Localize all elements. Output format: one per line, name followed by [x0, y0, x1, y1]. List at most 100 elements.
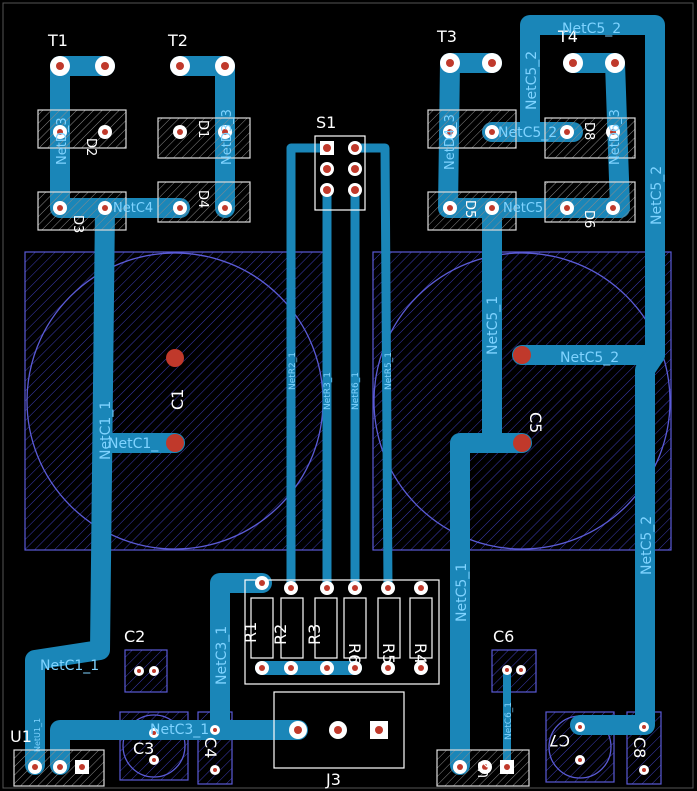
- label-c1: C1: [168, 389, 187, 410]
- net-label-netc6-1: NetC6_1: [504, 702, 514, 740]
- label-u2: U2: [477, 760, 492, 778]
- diode-d7-silk: [427, 191, 517, 231]
- label-t4: T4: [557, 27, 578, 46]
- label-c6: C6: [493, 627, 514, 646]
- pads: [28, 53, 649, 775]
- pad-d5-1: [443, 125, 457, 139]
- pad-d5-2: [485, 125, 499, 139]
- pad-d6-2: [606, 125, 620, 139]
- net-label-netd3-3: NetD3_3: [220, 109, 235, 165]
- label-c8: C8: [630, 737, 649, 758]
- label-r6: R6: [345, 643, 364, 664]
- label-d5: D5: [462, 200, 477, 218]
- pad-s1-2: [348, 141, 362, 155]
- pad-t4-2: [605, 53, 625, 73]
- pad-d8-1: [560, 201, 574, 215]
- label-r4: R4: [411, 643, 430, 664]
- connector-j3-outline: [273, 691, 405, 769]
- net-label-netd4-3: NetD4_3: [443, 114, 458, 170]
- net-label-netc1-short: NetC1_: [108, 436, 159, 452]
- capacitor-c2-footprint: [124, 649, 168, 693]
- pad-s1-5: [320, 183, 334, 197]
- net-label-netc5-1-lower: NetC5_1: [454, 563, 470, 622]
- pad-t2-1: [170, 56, 190, 76]
- pad-d4-2: [218, 201, 232, 215]
- diode-d4-silk: [157, 181, 251, 223]
- net-label-netc5-2-vert-b: NetC5_2: [649, 166, 665, 225]
- designators: T1 T2 T3 T4 S1 C1 C5 C2 C3 C4 C6 C8 C7 J…: [10, 27, 649, 789]
- pad-c5-minus: [513, 434, 531, 452]
- capacitor-c6-footprint: [491, 649, 537, 693]
- label-c5: C5: [526, 412, 545, 433]
- diode-d8-silk: [544, 181, 636, 223]
- pad-d4-1: [173, 201, 187, 215]
- net-label-netu1-1: NetU1_1: [33, 718, 42, 752]
- net-label-netc5-2-mid: NetC5_2: [498, 125, 557, 141]
- label-c4: C4: [201, 737, 220, 758]
- net-label-netc5-1-upper: NetC5_1: [485, 296, 501, 355]
- pad-t4-1: [563, 53, 583, 73]
- label-u1: U1: [10, 727, 32, 746]
- pad-c2: [134, 666, 159, 676]
- net-label-netc5-short: NetC5: [503, 201, 543, 216]
- diode-d6-silk: [544, 117, 636, 159]
- label-r1: R1: [241, 622, 260, 643]
- net-label-netr3-1: NetR3_1: [323, 372, 333, 410]
- pad-t2-2: [215, 56, 235, 76]
- capacitor-c1-footprint: [24, 251, 326, 551]
- pad-s1-1: [320, 141, 334, 155]
- net-label-netc3-1-vertical: NetC3_1: [214, 626, 230, 685]
- pad-t1-1: [50, 56, 70, 76]
- pad-d3-2: [98, 201, 112, 215]
- label-t1: T1: [47, 31, 68, 50]
- pad-d8-2: [606, 201, 620, 215]
- pad-j3: [289, 721, 388, 739]
- pad-t1-2: [95, 56, 115, 76]
- pad-d3-1: [53, 201, 67, 215]
- pad-d2-2: [98, 125, 112, 139]
- pad-d2-1: [53, 125, 67, 139]
- capacitor-c5-footprint: [372, 251, 672, 551]
- net-label-netc5-2-vert-a: NetC5_2: [524, 51, 540, 110]
- net-label-netc5-2-right: NetC5_2: [560, 350, 619, 366]
- pad-s1-6: [348, 183, 362, 197]
- label-d2: D2: [83, 138, 98, 156]
- pad-c3: [149, 728, 159, 765]
- net-label-netc5-2-lower: NetC5_2: [639, 516, 655, 575]
- pad-c8: [639, 722, 649, 775]
- net-label-netd6-3: NetD6_3: [608, 109, 623, 165]
- net-label-netd-3: NetD_3: [55, 117, 70, 165]
- net-label-netr2-1: NetR2_1: [288, 352, 298, 390]
- pad-t3-2: [482, 53, 502, 73]
- label-d6: D6: [581, 210, 596, 228]
- net-label-netc1-1-vertical: NetC1_1: [98, 401, 114, 460]
- diode-d1-silk: [157, 117, 251, 159]
- label-j3: J3: [325, 770, 341, 789]
- label-s1: S1: [316, 113, 336, 132]
- label-c7: C7: [549, 731, 570, 750]
- pad-s1-4: [348, 162, 362, 176]
- diode-d2-silk: [37, 109, 127, 149]
- net-labels: NetC1_1 NetC1_ NetC1_1 NetC3_1 NetC3_1 N…: [33, 21, 665, 752]
- pad-t3-1: [440, 53, 460, 73]
- label-r3: R3: [305, 624, 324, 645]
- label-d4: D4: [195, 190, 210, 208]
- label-r5: R5: [379, 643, 398, 664]
- pad-c1-minus: [166, 434, 184, 452]
- pad-c6: [502, 665, 526, 675]
- pad-r-top: [255, 576, 428, 595]
- resistor-outlines: [244, 579, 440, 685]
- net-label-netc3-1: NetC3_1: [150, 722, 209, 738]
- label-r2: R2: [271, 624, 290, 645]
- switch-s1-outline: [314, 135, 366, 211]
- pad-d7-1: [443, 201, 457, 215]
- pad-r-bottom: [255, 661, 428, 675]
- pad-d6-1: [560, 125, 574, 139]
- net-label-netc4: NetC4: [113, 201, 153, 216]
- pad-c5-plus: [513, 346, 531, 364]
- pad-u2: [453, 760, 514, 774]
- pad-c1-plus: [166, 349, 184, 367]
- pad-c4: [210, 725, 220, 775]
- label-c2: C2: [124, 627, 145, 646]
